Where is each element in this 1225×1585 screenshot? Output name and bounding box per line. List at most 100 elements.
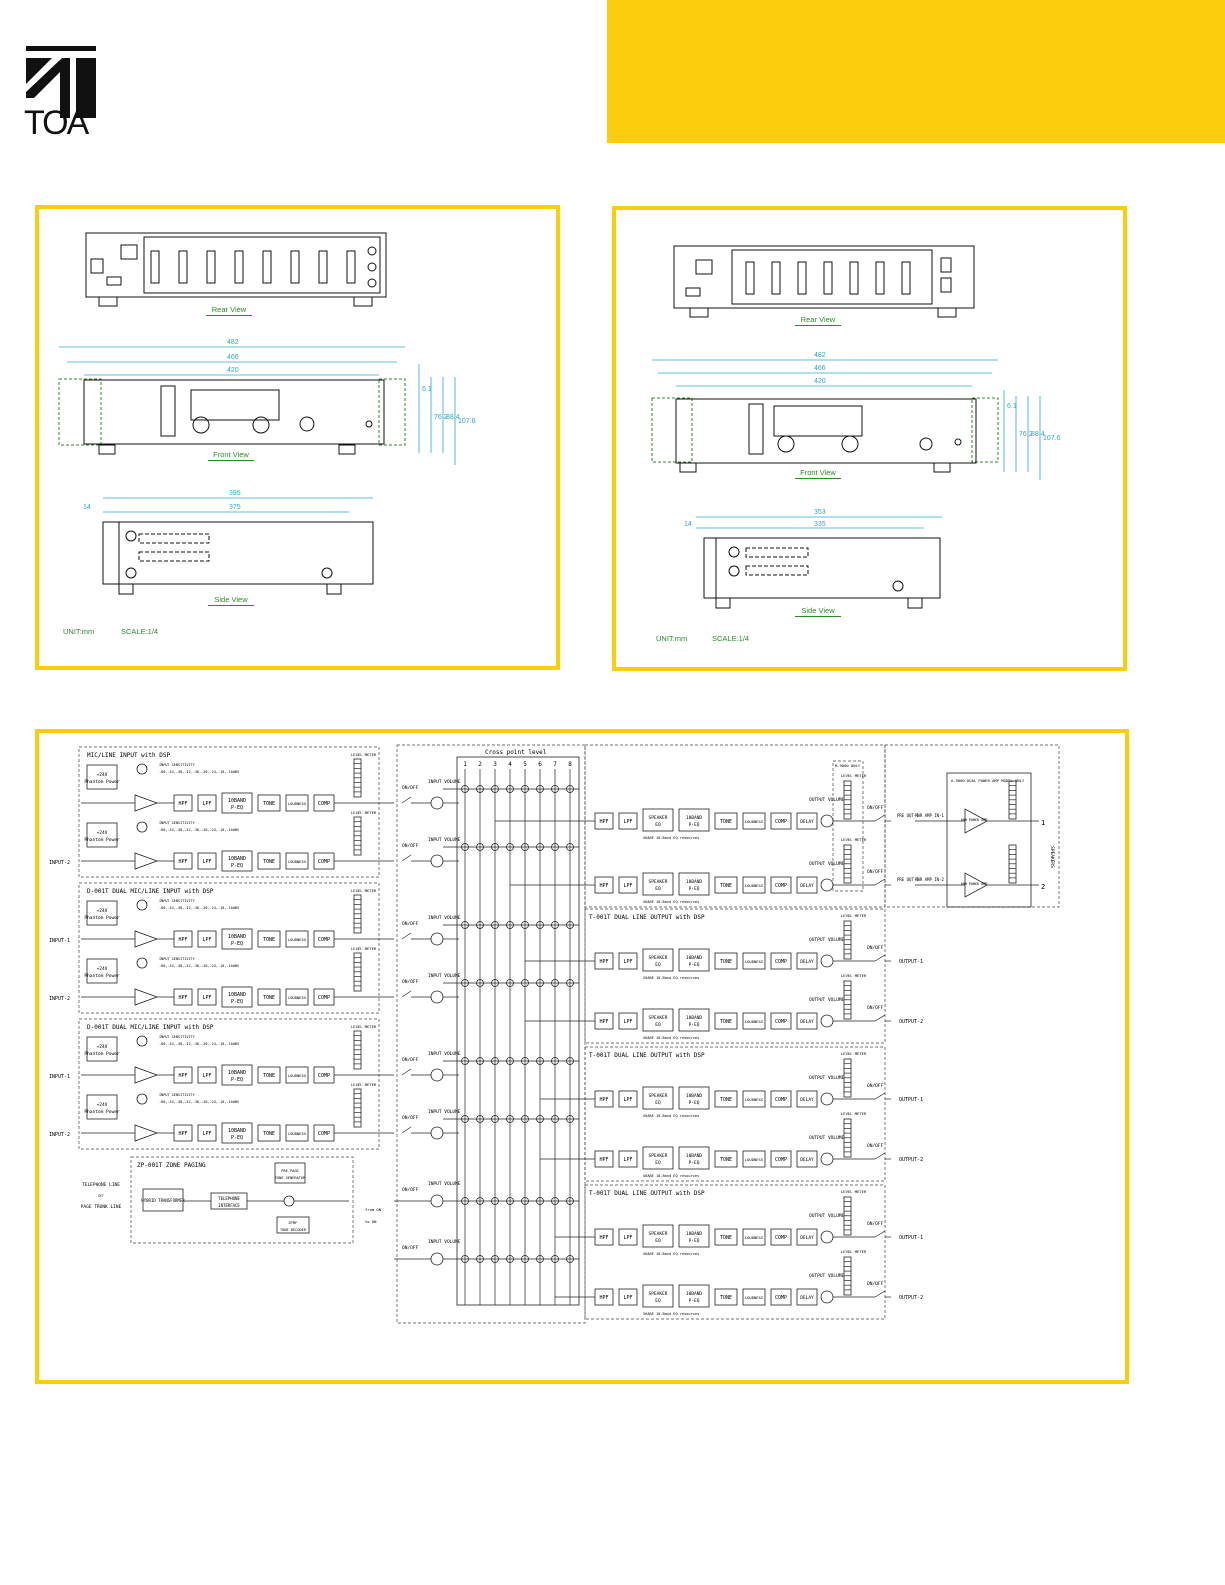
crosspoint-knob-icon [476, 979, 484, 987]
lpf-box [197, 1124, 217, 1142]
delay-box-label: DELAY [800, 1235, 814, 1241]
loudness-box-label: LOUDNESS [288, 801, 307, 806]
crosspoint-knob-icon [521, 1197, 529, 1205]
input-volume-label: INPUT VOLUME [428, 973, 461, 979]
out-comp-box [770, 876, 792, 894]
crosspoint-column-label: 3 [493, 761, 497, 768]
speaker-eq-box [642, 948, 674, 972]
toa-logo-icon [26, 46, 96, 118]
preamp-icon [134, 930, 159, 948]
lpf-box [197, 988, 217, 1006]
speaker-eq-box [642, 1008, 674, 1032]
hpf-box-label: HPF [178, 801, 187, 807]
out-comp-box-label: COMP [775, 1295, 787, 1301]
speakers-label: SPEAKERS [1049, 846, 1055, 868]
on-off-label: ON/OFF [402, 1057, 419, 1063]
out-hpf-box-label: HPF [599, 1295, 608, 1301]
share-eq-label: SHARE 10-Band EQ resources [643, 1036, 699, 1040]
output-module-title: T-001T DUAL LINE OUTPUT with DSP [589, 914, 705, 921]
share-eq-label: SHARE 10-Band EQ resources [643, 836, 699, 840]
speaker-1-label: 1 [1041, 819, 1045, 827]
input-volume-label: INPUT VOLUME [428, 779, 461, 785]
crosspoint-knob-icon [461, 1057, 469, 1065]
dim-76-2: 76.2 [434, 414, 448, 421]
crosspoint-knob-icon [566, 1197, 574, 1205]
out-lpf-box-label: LPF [623, 1019, 632, 1025]
peq-box-label: 10BAND [228, 1128, 246, 1134]
out-peq-box-label: P-EQ [689, 1100, 700, 1106]
crosspoint-knob-icon [491, 843, 499, 851]
loudness-box-label: LOUDNESS [288, 1131, 307, 1136]
speaker-eq-box [642, 1086, 674, 1110]
out-peq-box-label: 10BAND [686, 1015, 703, 1021]
right-front-view [651, 397, 999, 473]
telephone-line-label: TELEPHONE LINE [82, 1182, 120, 1188]
crosspoint-matrix [456, 756, 580, 1306]
output-port-label: OUTPUT-2 [899, 1019, 923, 1025]
on-off-label: ON/OFF [867, 1143, 884, 1149]
out-tone-box-label: TONE [720, 959, 732, 965]
out-loudness-box [742, 812, 766, 830]
out-peq-box-label: P-EQ [689, 962, 700, 968]
rdim-482: 482 [814, 352, 826, 359]
input-volume-knob-icon [430, 1068, 444, 1082]
input-module-frame [78, 1018, 380, 1150]
speaker-eq-box-label: EQ [655, 822, 661, 828]
out-lpf-box [618, 876, 638, 894]
crosspoint-knob-icon [521, 921, 529, 929]
input-module-title: D-001T DUAL MIC/LINE INPUT with DSP [87, 1024, 214, 1031]
phantom-power-box-label: +24V [97, 966, 108, 972]
level-meter-label: LEVEL METER [841, 837, 867, 842]
level-meter-label: LEVEL METER [841, 1189, 867, 1194]
loudness-box [285, 794, 309, 812]
out-lpf-box [618, 1288, 638, 1306]
out-peq-box [678, 1146, 710, 1170]
hpf-box-label: HPF [178, 937, 187, 943]
loudness-box [285, 930, 309, 948]
on-off-label: ON/OFF [867, 869, 884, 875]
crosspoint-knob-icon [461, 785, 469, 793]
input-volume-label: INPUT VOLUME [428, 915, 461, 921]
crosspoint-knob-icon [551, 1057, 559, 1065]
module-slot [849, 261, 859, 295]
level-meter-label: LEVEL METER [841, 1051, 867, 1056]
speaker-eq-box-label: EQ [655, 1298, 661, 1304]
crosspoint-title: Cross point level [485, 749, 547, 756]
rdim-466: 466 [814, 365, 826, 372]
crosspoint-knob-icon [521, 1115, 529, 1123]
output-volume-label: OUTPUT VOLUME [809, 1213, 845, 1219]
output-volume-knob-icon [820, 954, 834, 968]
out-lpf-box [618, 812, 638, 830]
out-comp-box [770, 1288, 792, 1306]
out-peq-box-label: P-EQ [689, 1298, 700, 1304]
comp-box-label: COMP [318, 801, 330, 807]
phantom-power-box [86, 958, 118, 984]
sensitivity-values: -60,-54,-48,-42,-36,-30,-24,-18,-10dBV [159, 1042, 240, 1046]
out-comp-box [770, 812, 792, 830]
tone-box-label: TONE [263, 859, 275, 865]
output-volume-label: OUTPUT VOLUME [809, 1135, 845, 1141]
crosspoint-column-label: 6 [538, 761, 542, 768]
rdim-76-2: 76.2 [1019, 431, 1033, 438]
level-meter-label: LEVEL METER [351, 752, 377, 757]
out-loudness-box-label: LOUDNESS [745, 1097, 764, 1102]
crosspoint-knob-icon [461, 1255, 469, 1263]
input-module-title: D-001T DUAL MIC/LINE INPUT with DSP [87, 888, 214, 895]
out-peq-box-label: P-EQ [689, 822, 700, 828]
crosspoint-column-label: 5 [523, 761, 527, 768]
delay-box [796, 1228, 818, 1246]
left-scale-label: SCALE:1/4 [121, 627, 159, 636]
crosspoint-knob-icon [551, 1197, 559, 1205]
lpf-box-label: LPF [202, 995, 211, 1001]
crosspoint-knob-icon [506, 979, 514, 987]
crosspoint-knob-icon [506, 843, 514, 851]
input-port-label: INPUT-1 [49, 1074, 70, 1080]
lpf-box-label: LPF [202, 859, 211, 865]
dim-420: 420 [227, 367, 239, 374]
input-volume-knob-icon [430, 1252, 444, 1266]
page-trunk-label: PAGE TRUNK LINE [81, 1204, 122, 1210]
out-comp-box [770, 952, 792, 970]
crosspoint-knob-icon [521, 1255, 529, 1263]
tone-box [257, 794, 281, 812]
share-eq-label: SHARE 10-Band EQ resources [643, 900, 699, 904]
